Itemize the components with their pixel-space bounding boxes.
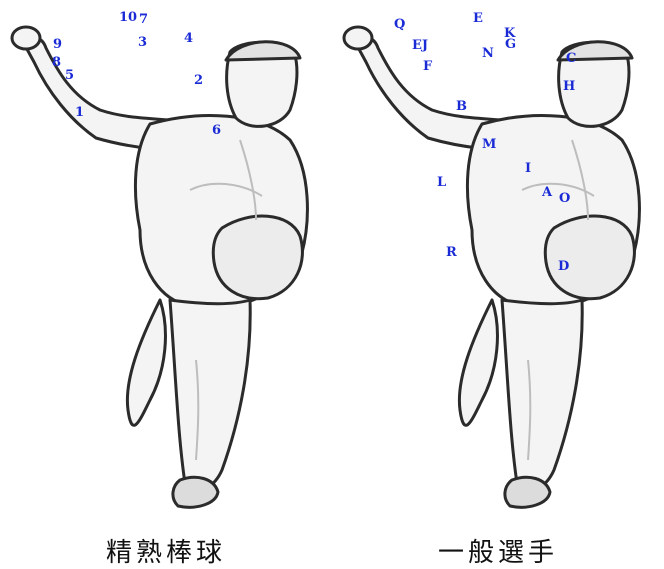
marker-label: 1	[75, 106, 84, 119]
novice-caption: 一般選手	[332, 532, 664, 569]
marker-label: 8	[52, 56, 61, 69]
marker-label: O	[559, 192, 570, 205]
marker-label: M	[482, 138, 496, 151]
marker-label: 3	[138, 36, 147, 49]
novice-panel: Q E K G N EJ F C H B M I L A O R D	[332, 0, 664, 520]
marker-label: R	[446, 246, 457, 259]
marker-label: A	[542, 186, 552, 199]
marker-label: Q	[394, 18, 405, 31]
marker-label: N	[482, 47, 494, 60]
marker-label: L	[437, 176, 446, 189]
marker-label: 5	[65, 69, 74, 82]
pitcher-figure	[0, 0, 332, 520]
marker-label: E	[473, 12, 483, 25]
marker-label: 6	[212, 124, 221, 137]
marker-label: 2	[194, 74, 203, 87]
marker-label: EJ	[412, 39, 428, 52]
expert-caption: 精熟棒球	[0, 532, 332, 569]
marker-label: C	[566, 52, 576, 65]
marker-label: H	[563, 80, 575, 93]
marker-label: F	[423, 60, 432, 73]
marker-label: B	[456, 100, 467, 113]
marker-label: I	[525, 162, 531, 175]
pitcher-figure	[332, 0, 664, 520]
marker-label: G	[505, 38, 516, 51]
marker-label: 10	[119, 11, 137, 24]
expert-panel: 10 7 3 4 9 8 5 2 1 6	[0, 0, 332, 520]
marker-label: 4	[184, 32, 193, 45]
marker-label: 9	[53, 38, 62, 51]
marker-label: 7	[139, 13, 148, 26]
marker-label: D	[558, 260, 569, 273]
